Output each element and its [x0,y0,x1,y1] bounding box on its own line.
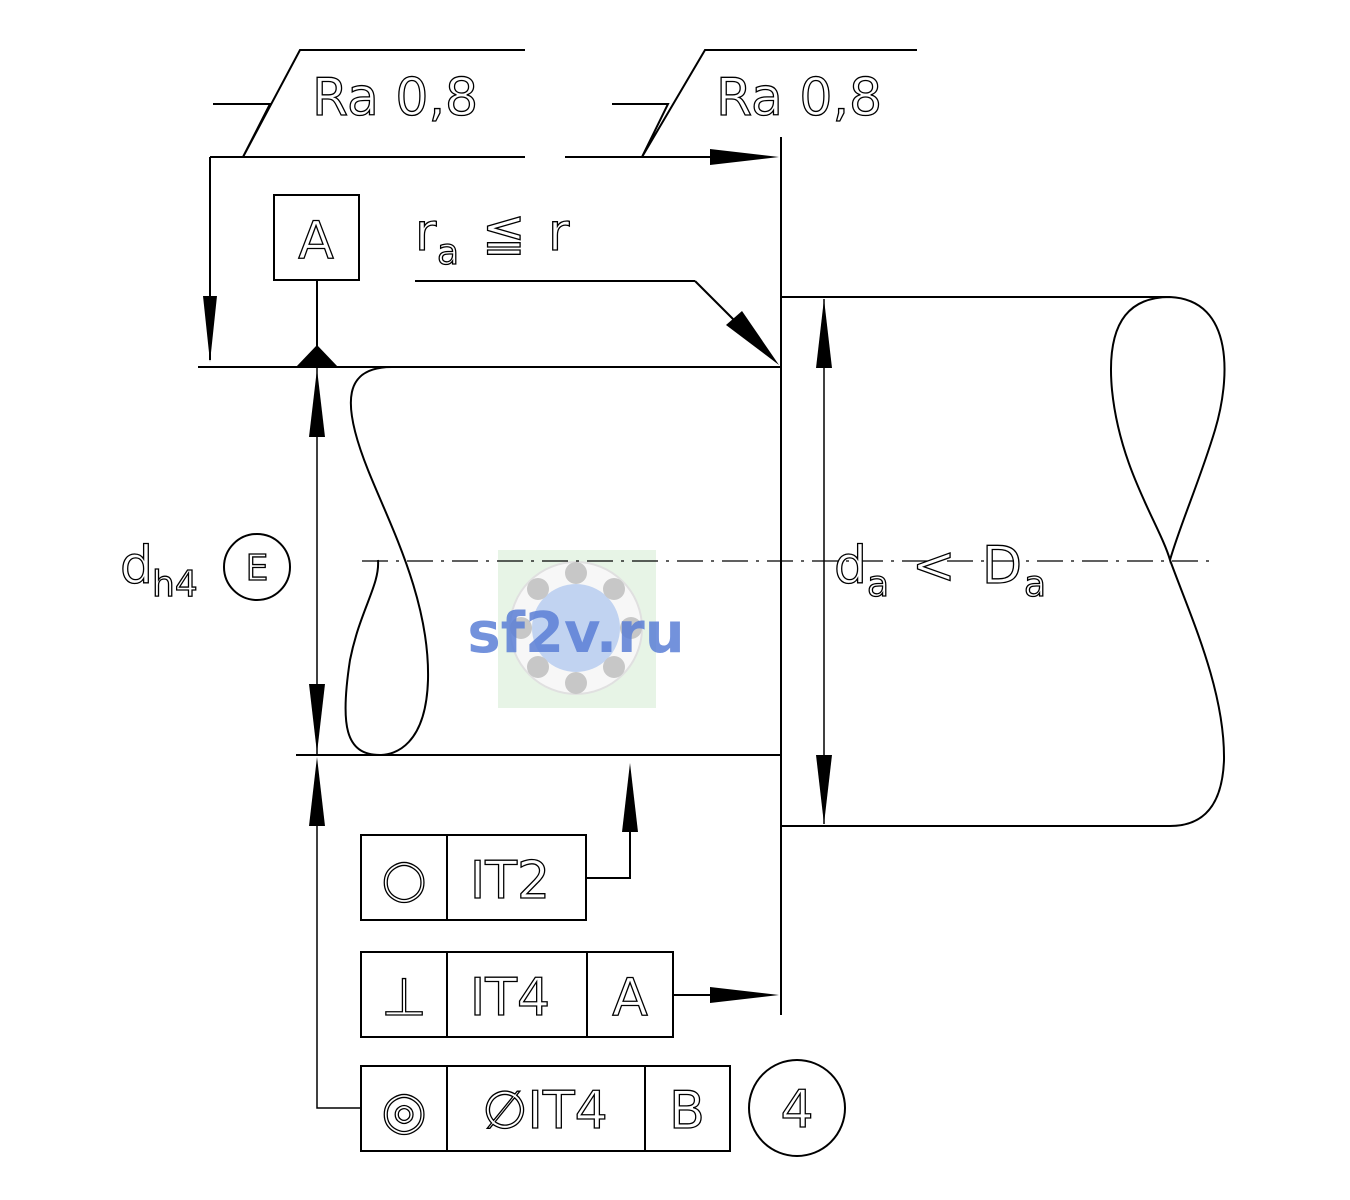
note-balloon-label: 4 [780,1080,813,1140]
perpendicularity-symbol: ⊥ [381,968,426,1028]
perpendicularity-datum: A [612,968,648,1028]
perpendicularity-tolerance: IT4 [470,968,550,1028]
datum-a-label: A [298,211,334,271]
shoulder-diameter-subscript: a [867,564,889,605]
shoulder-break-line [1110,296,1226,827]
datum-a-frame [273,194,360,367]
shaft-diameter-main: d [120,536,153,596]
watermark-text: sf2v.ru [467,601,684,666]
shoulder-diameter-operator: < [912,536,956,596]
note-balloon [748,1059,846,1157]
envelope-requirement-label: E [246,548,269,589]
shaft-break-line [344,366,430,757]
radius-operator: ≦ [482,203,526,263]
concentricity-tolerance: ∅IT4 [482,1081,607,1141]
shoulder-diameter-rhs: D [982,536,1022,596]
surface-symbol-left [203,49,525,362]
roundness-symbol: ○ [381,849,426,909]
shaft-dimension-line [309,367,325,755]
roundness-tolerance: IT2 [470,851,550,911]
shoulder-dimension-line [816,299,832,824]
part-outline [198,137,1226,1015]
radius-main: r [415,203,437,263]
watermark-logo [498,550,656,708]
shoulder-diameter-main: d [834,536,867,596]
radius-subscript: a [437,232,459,273]
radius-rhs: r [548,203,570,263]
envelope-requirement-circle [223,533,291,601]
perpendicularity-frame [360,951,779,1038]
surface-symbol-right [565,49,917,165]
roughness-left-label: Ra 0,8 [312,68,478,128]
concentricity-frame [309,757,731,1152]
shaft-diameter-subscript: h4 [152,564,198,605]
shoulder-diameter-rhs-subscript: a [1024,564,1046,605]
concentricity-datum: B [669,1081,705,1141]
radius-leader [415,280,779,365]
concentricity-symbol: ◎ [381,1081,426,1141]
roundness-frame [360,763,638,921]
roughness-right-label: Ra 0,8 [716,68,882,128]
